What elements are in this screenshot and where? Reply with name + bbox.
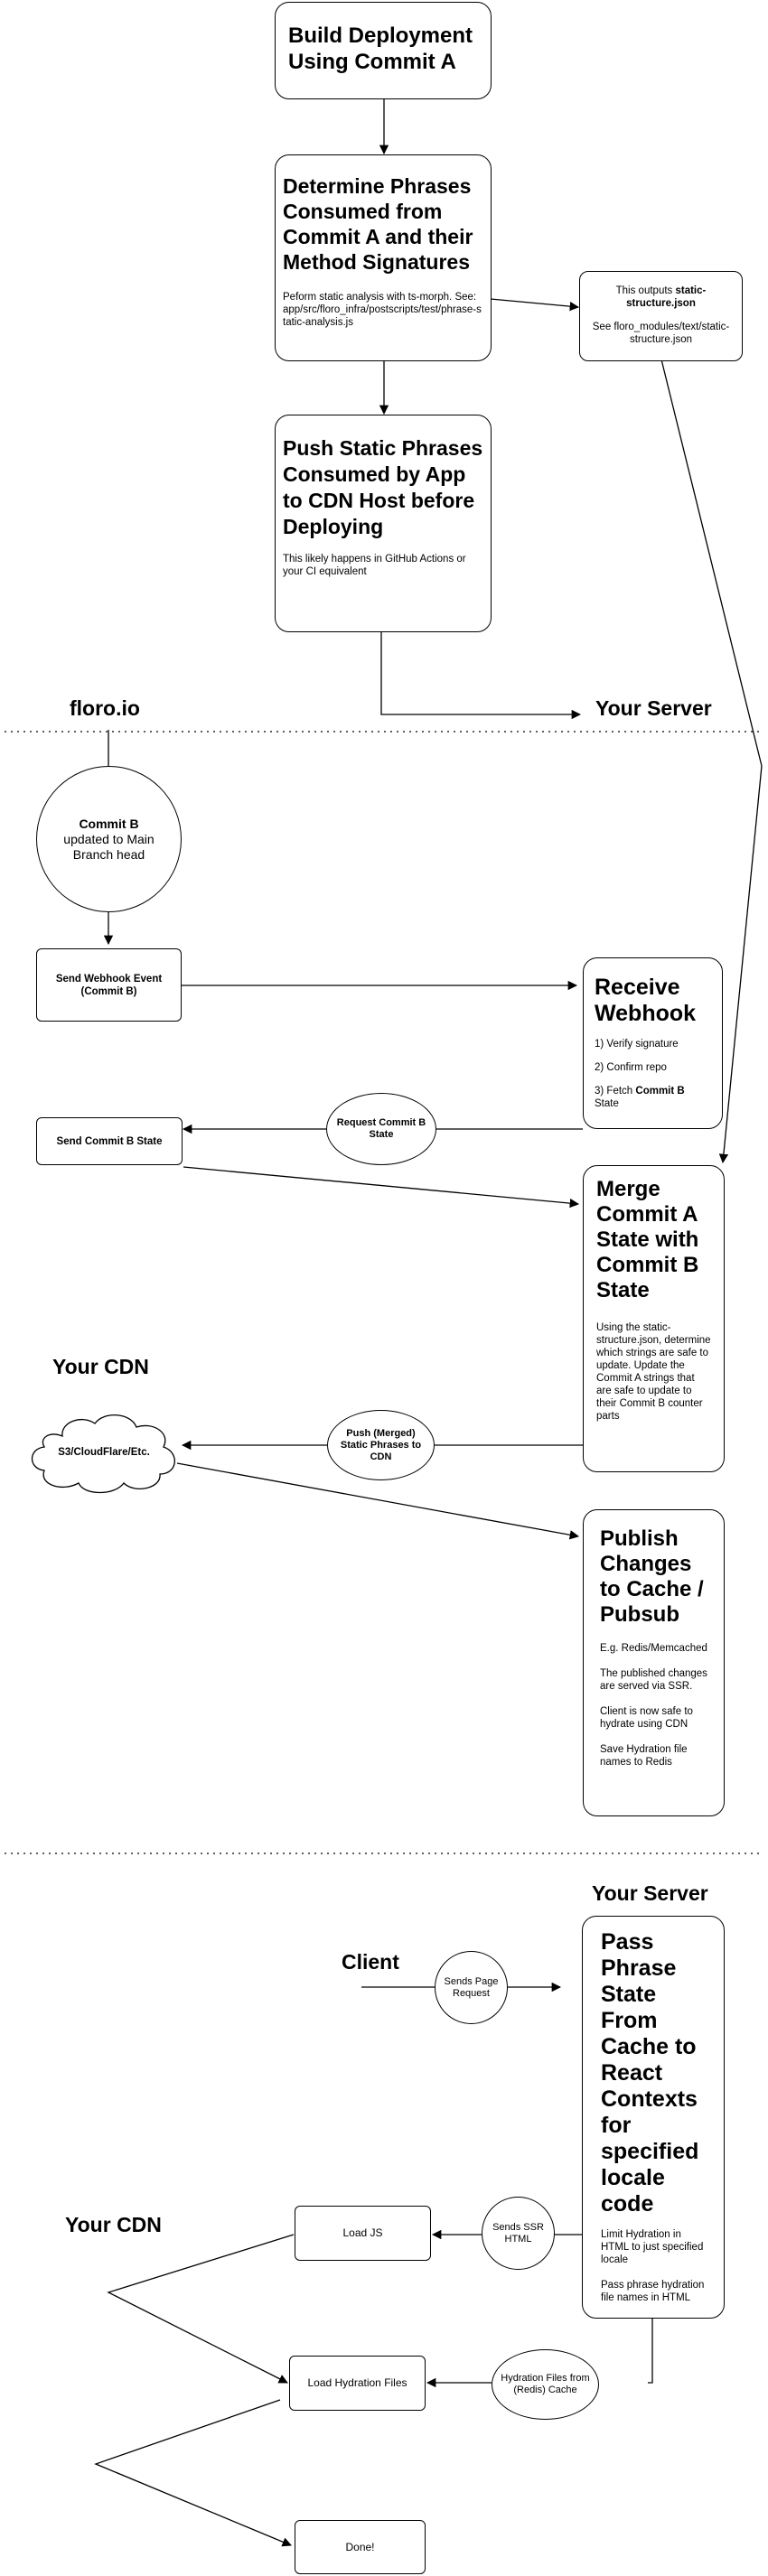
receive-step-3-bold: Commit B bbox=[635, 1086, 685, 1097]
publish-p2: The published changes are served via SSR… bbox=[600, 1668, 707, 1692]
load-js-box: Load JS bbox=[295, 2206, 431, 2261]
request-commit-state-label: Request Commit B State bbox=[336, 1117, 426, 1140]
receive-webhook-box: Receive Webhook 1) Verify signature 2) C… bbox=[583, 957, 723, 1129]
outputs-prefix: This outputs bbox=[615, 285, 676, 296]
sends-page-request-label: Sends Page Request bbox=[444, 1975, 499, 1999]
your-server-label-1: Your Server bbox=[595, 696, 712, 720]
merge-state-title: Merge Commit A State with Commit B State bbox=[596, 1177, 699, 1302]
receive-step-3-prefix: 3) Fetch bbox=[595, 1086, 636, 1097]
build-deployment-box: Build Deployment Using Commit A bbox=[275, 2, 492, 99]
done-label: Done! bbox=[345, 2540, 375, 2553]
load-hydration-label: Load Hydration Files bbox=[307, 2376, 407, 2389]
send-commit-state-label: Send Commit B State bbox=[56, 1135, 163, 1147]
push-static-phrases-body: This likely happens in GitHub Actions or… bbox=[283, 554, 466, 577]
sends-ssr-label: Sends SSR HTML bbox=[492, 2221, 544, 2245]
publish-p4: Save Hydration file names to Redis bbox=[600, 1744, 688, 1768]
done-box: Done! bbox=[295, 2520, 426, 2574]
load-hydration-box: Load Hydration Files bbox=[289, 2356, 426, 2411]
merge-state-body: Using the static-structure.json, determi… bbox=[596, 1322, 711, 1422]
load-js-label: Load JS bbox=[342, 2226, 383, 2239]
push-merged-ellipse: Push (Merged) Static Phrases to CDN bbox=[327, 1410, 435, 1480]
publish-p1: E.g. Redis/Memcached bbox=[600, 1643, 707, 1654]
your-cdn-label-2: Your CDN bbox=[65, 2213, 162, 2236]
pass-phrase-state-box: Pass Phrase State From Cache to React Co… bbox=[582, 1916, 725, 2319]
receive-step-3-suffix: State bbox=[595, 1098, 619, 1109]
pass-state-p1: Limit Hydration in HTML to just specifie… bbox=[601, 2229, 704, 2265]
determine-phrases-title: Determine Phrases Consumed from Commit A… bbox=[283, 174, 473, 274]
commit-b-title: Commit B bbox=[79, 816, 139, 831]
merge-state-box: Merge Commit A State with Commit B State… bbox=[583, 1165, 725, 1472]
hydration-files-label: Hydration Files from (Redis) Cache bbox=[501, 2373, 590, 2395]
commit-b-circle: Commit B updated to Main Branch head bbox=[36, 766, 182, 912]
publish-changes-title: Publish Changes to Cache / Pubsub bbox=[600, 1526, 704, 1627]
receive-webhook-title: Receive Webhook bbox=[595, 975, 697, 1026]
your-server-label-2: Your Server bbox=[592, 1881, 708, 1905]
cdn-cloud: S3/CloudFlare/Etc. bbox=[26, 1409, 182, 1496]
send-commit-state-box: Send Commit B State bbox=[36, 1117, 183, 1165]
pass-phrase-state-title: Pass Phrase State From Cache to React Co… bbox=[601, 1929, 699, 2217]
determine-phrases-box: Determine Phrases Consumed from Commit A… bbox=[275, 154, 492, 361]
determine-phrases-body: Peform static analysis with ts-morph. Se… bbox=[283, 292, 482, 328]
hydration-files-ellipse: Hydration Files from (Redis) Cache bbox=[492, 2349, 599, 2420]
floro-label: floro.io bbox=[70, 696, 140, 720]
sends-page-request-ellipse: Sends Page Request bbox=[435, 1951, 508, 2024]
push-static-phrases-box: Push Static Phrases Consumed by App to C… bbox=[275, 415, 492, 632]
sends-ssr-ellipse: Sends SSR HTML bbox=[482, 2197, 555, 2270]
cdn-cloud-label: S3/CloudFlare/Etc. bbox=[58, 1447, 150, 1458]
outputs-see: See floro_modules/text/static-structure.… bbox=[592, 322, 730, 345]
send-webhook-label: Send Webhook Event (Commit B) bbox=[55, 973, 163, 997]
commit-b-desc: updated to Main Branch head bbox=[63, 831, 155, 862]
receive-step-2: 2) Confirm repo bbox=[595, 1062, 667, 1073]
build-deployment-title: Build Deployment Using Commit A bbox=[288, 23, 473, 74]
receive-step-1: 1) Verify signature bbox=[595, 1039, 679, 1050]
publish-changes-box: Publish Changes to Cache / Pubsub E.g. R… bbox=[583, 1509, 725, 1816]
outputs-filename: static-structure.json bbox=[626, 285, 707, 309]
cloud-icon bbox=[31, 1414, 175, 1494]
push-static-phrases-title: Push Static Phrases Consumed by App to C… bbox=[283, 436, 483, 538]
publish-p3: Client is now safe to hydrate using CDN bbox=[600, 1706, 693, 1730]
your-cdn-label-1: Your CDN bbox=[52, 1355, 149, 1378]
push-merged-label: Push (Merged) Static Phrases to CDN bbox=[340, 1427, 422, 1462]
pass-state-p2: Pass phrase hydration file names in HTML bbox=[601, 2280, 705, 2303]
client-label: Client bbox=[342, 1950, 399, 1974]
request-commit-state-ellipse: Request Commit B State bbox=[326, 1093, 436, 1165]
send-webhook-box: Send Webhook Event (Commit B) bbox=[36, 948, 182, 1022]
static-structure-output-box: This outputs static-structure.json See f… bbox=[579, 271, 743, 361]
